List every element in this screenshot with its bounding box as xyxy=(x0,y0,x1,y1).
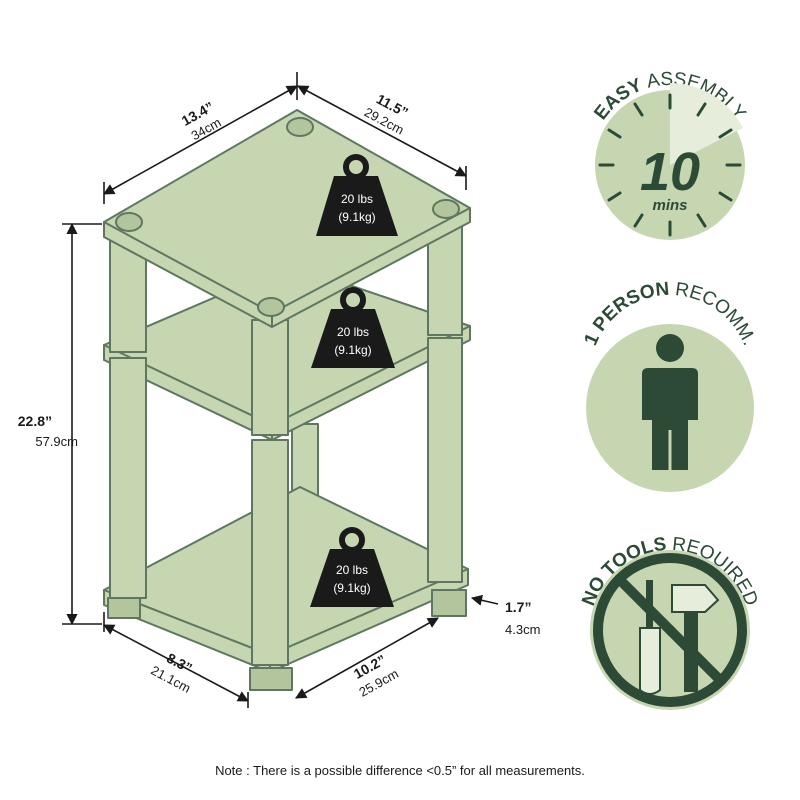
post xyxy=(251,319,289,436)
badge-assembly-number: 10 xyxy=(640,142,700,202)
weight-label-kg: (9.1kg) xyxy=(334,343,371,357)
svg-text:57.9cm: 57.9cm xyxy=(35,434,78,449)
badge-assembly-unit: mins xyxy=(652,197,687,214)
dimension-depth-top: 13.4” 34cm xyxy=(179,98,224,143)
dimension-width-top: 11.5” 29.2cm xyxy=(362,91,411,138)
post-cap xyxy=(257,297,285,317)
weight-label-kg: (9.1kg) xyxy=(333,581,370,595)
post xyxy=(427,337,463,583)
dimension-height: 22.8” 57.9cm xyxy=(18,413,78,449)
post xyxy=(427,224,463,336)
timer-icon xyxy=(670,83,743,165)
weight-label-kg: (9.1kg) xyxy=(338,210,375,224)
weight-label-lbs: 20 lbs xyxy=(337,325,369,339)
dimension-line-foot xyxy=(470,594,499,606)
post-cap xyxy=(115,212,143,232)
foot xyxy=(107,597,141,619)
weight-label-lbs: 20 lbs xyxy=(341,192,373,206)
dimension-line-width-bottom xyxy=(295,617,439,699)
dimension-line-depth-top xyxy=(103,85,298,195)
badge-easy-assembly: EASYASSEMBLY 10 mins xyxy=(590,69,750,240)
post-cap xyxy=(286,117,314,137)
measurement-note: Note : There is a possible difference <0… xyxy=(215,763,585,778)
post-cap xyxy=(432,199,460,219)
weight-label-lbs: 20 lbs xyxy=(336,563,368,577)
svg-text:22.8”: 22.8” xyxy=(18,413,52,429)
dimension-line-width-top xyxy=(297,85,467,177)
top-shelf xyxy=(103,109,471,328)
side-table xyxy=(103,109,471,691)
svg-text:4.3cm: 4.3cm xyxy=(505,622,540,637)
foot xyxy=(431,589,467,617)
post xyxy=(109,357,147,599)
svg-text:1.7”: 1.7” xyxy=(505,599,531,615)
weight-icon: 20 lbs (9.1kg) xyxy=(310,527,394,607)
foot xyxy=(249,667,293,691)
dimension-foot: 1.7” 4.3cm xyxy=(505,599,540,637)
post xyxy=(251,439,289,666)
weight-icon: 20 lbs (9.1kg) xyxy=(311,287,395,368)
no-tools-icon xyxy=(593,553,747,707)
dimension-width-bottom: 10.2” 25.9cm xyxy=(351,651,401,699)
dimension-line-depth-bottom xyxy=(103,624,249,702)
person-icon xyxy=(642,334,698,470)
